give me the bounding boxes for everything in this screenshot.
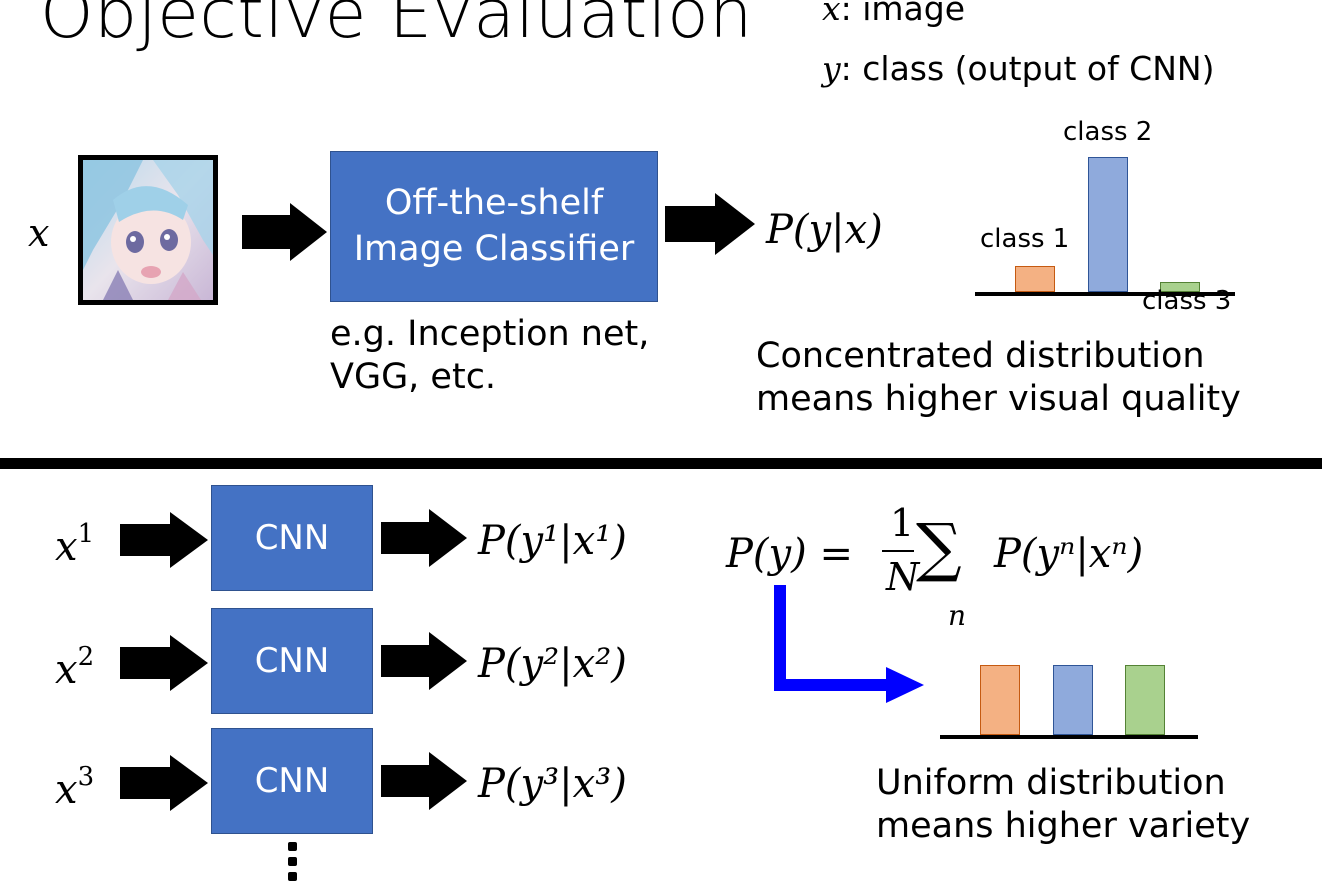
chart-bar <box>980 665 1020 735</box>
blue-elbow-arrow-icon <box>774 585 924 703</box>
page-title: Objective Evaluation <box>40 0 753 54</box>
uniform-conclusion: Uniform distribution means higher variet… <box>876 762 1250 847</box>
classifier-examples: e.g. Inception net, VGG, etc. <box>330 313 649 398</box>
flow-arrow-icon <box>665 193 755 255</box>
chart-bar <box>1088 157 1128 292</box>
row-input: x1 <box>55 521 94 567</box>
cnn-box: CNN <box>211 608 373 714</box>
bar-label: class 3 <box>1142 286 1232 316</box>
uniform-line2: means higher variety <box>876 805 1251 846</box>
sum-symbol: ∑ <box>916 511 962 585</box>
uniform-line1: Uniform distribution <box>876 763 1226 803</box>
uniform-distribution-chart <box>940 640 1200 740</box>
concentrated-line2: means higher visual quality <box>756 378 1241 419</box>
row-input: x2 <box>55 644 94 690</box>
legend-y: y: class (output of CNN) <box>822 52 1214 85</box>
chart-baseline <box>975 292 1235 296</box>
output-expression: P(y|x) <box>766 207 883 253</box>
classifier-box: Off-the-shelf Image Classifier <box>330 151 658 302</box>
row-input-sup: 2 <box>77 642 95 672</box>
flow-arrow-icon <box>381 509 467 567</box>
vertical-ellipsis-icon <box>288 842 297 887</box>
examples-line2: VGG, etc. <box>330 356 497 397</box>
flow-arrow-icon <box>242 203 327 261</box>
formula-numerator: 1 <box>890 501 915 545</box>
flow-arrow-icon <box>381 752 467 810</box>
row-input: x3 <box>55 764 94 810</box>
classifier-label-line2: Image Classifier <box>353 228 635 269</box>
bar-label: class 1 <box>980 224 1070 254</box>
row-input-sup: 1 <box>77 519 95 549</box>
concentrated-distribution-chart: class 1 class 2 class 3 <box>975 115 1235 314</box>
cnn-box: CNN <box>211 485 373 591</box>
chart-bar <box>1015 266 1055 292</box>
concentrated-conclusion: Concentrated distribution means higher v… <box>756 335 1241 420</box>
chart-bar <box>1160 282 1200 292</box>
legend-x-symbol: x <box>822 0 841 28</box>
row-input-base: x <box>55 524 78 570</box>
formula-denominator: N <box>886 555 920 599</box>
fraction-bar <box>882 550 914 552</box>
flow-arrow-icon <box>120 755 208 811</box>
legend-y-text: : class (output of CNN) <box>840 49 1215 88</box>
row-input-base: x <box>55 647 78 693</box>
sum-index: n <box>948 599 967 632</box>
cnn-label: CNN <box>254 761 330 801</box>
concentrated-line1: Concentrated distribution <box>756 336 1205 376</box>
examples-line1: e.g. Inception net, <box>330 314 650 354</box>
row-input-base: x <box>55 767 78 813</box>
legend-x: x: image <box>822 0 965 25</box>
bar-label: class 2 <box>1063 117 1153 147</box>
generated-image <box>78 155 218 305</box>
cnn-label: CNN <box>254 518 330 558</box>
flow-arrow-icon <box>120 635 208 691</box>
cnn-box: CNN <box>211 728 373 834</box>
row-output: P(y³|x³) <box>478 761 627 807</box>
chart-baseline <box>940 735 1198 739</box>
section-divider <box>0 458 1322 469</box>
row-input-sup: 3 <box>77 762 95 792</box>
input-x-label: x <box>28 211 50 255</box>
legend-y-symbol: y <box>822 49 841 88</box>
formula-term: P(yⁿ|xⁿ) <box>994 531 1144 577</box>
row-output: P(y¹|x¹) <box>478 518 627 564</box>
chart-bar <box>1125 665 1165 735</box>
chart-bar <box>1053 665 1093 735</box>
formula-lhs: P(y) = <box>726 531 853 577</box>
legend-x-text: : image <box>840 0 966 28</box>
classifier-label-line1: Off-the-shelf <box>384 183 604 223</box>
flow-arrow-icon <box>120 512 208 568</box>
marginal-formula: P(y) = 1 N ∑ n P(yⁿ|xⁿ) <box>726 504 1206 632</box>
flow-arrow-icon <box>381 632 467 690</box>
cnn-label: CNN <box>254 641 330 681</box>
row-output: P(y²|x²) <box>478 641 627 687</box>
